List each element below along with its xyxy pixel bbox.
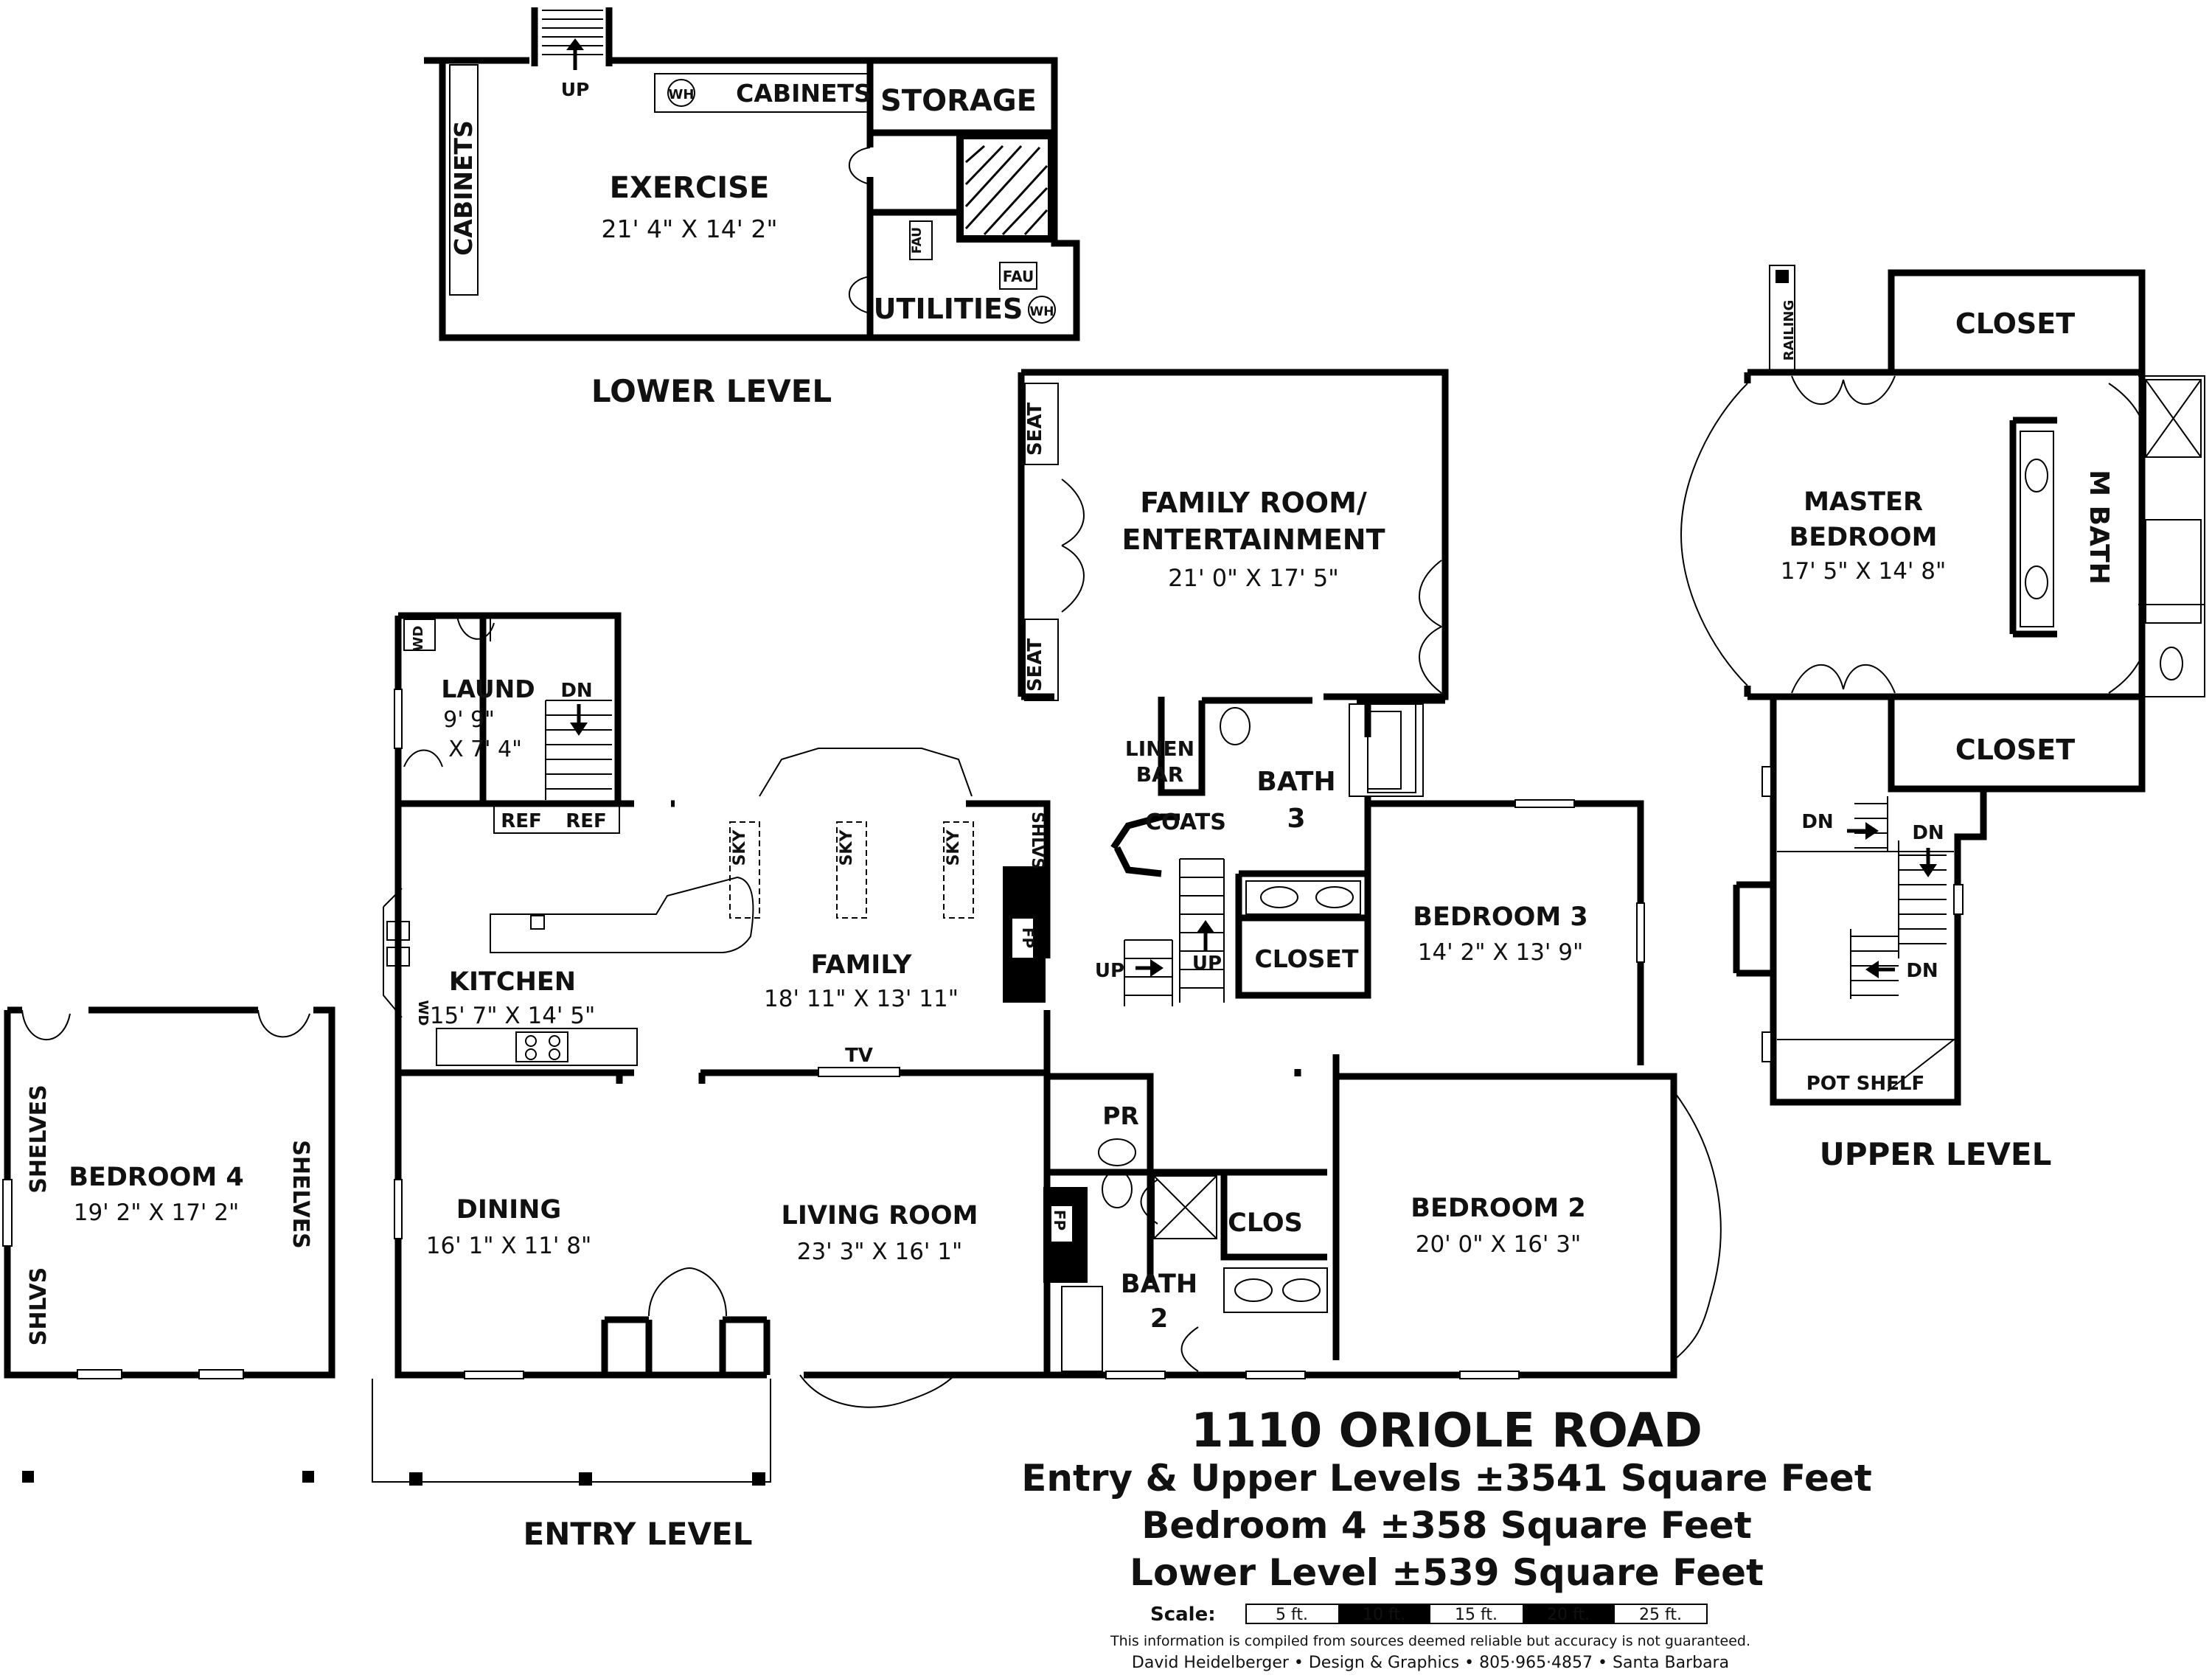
entry-stair — [1124, 858, 1225, 1006]
closet-label-upper-1: CLOSET — [1955, 307, 2075, 340]
chimney-hatch — [964, 145, 1048, 236]
shelves-label-1: SHELVES — [26, 1085, 52, 1194]
fau-label-2: FAU — [1003, 268, 1034, 285]
master-bedroom-dims: 17' 5" X 14' 8" — [1781, 558, 1947, 585]
bedroom4-plan: SHELVES SHELVES SHLVS BEDROOM 4 19' 2" X… — [2, 1006, 335, 1483]
pot-shelf-label: POT SHELF — [1806, 1073, 1925, 1095]
lower-stair — [542, 10, 603, 70]
up-label-entry-2: UP — [1192, 953, 1222, 975]
skylight-label-2: SKY — [838, 829, 856, 866]
laundry-room-name: LAUND — [441, 675, 535, 703]
scale-tick-10: 10 ft. — [1363, 1606, 1405, 1624]
bath2-name: BATH — [1121, 1270, 1197, 1299]
up-label-entry-1: UP — [1095, 960, 1124, 982]
bedroom4-dims: 19' 2" X 17' 2" — [74, 1200, 240, 1226]
railing-label: RAILING — [1781, 300, 1797, 361]
seat-label-1: SEAT — [1024, 403, 1046, 456]
bath3-number: 3 — [1287, 804, 1305, 834]
bedroom4-name: BEDROOM 4 — [69, 1163, 243, 1192]
water-heater-label: WH — [669, 87, 695, 102]
lower-level-title: LOWER LEVEL — [591, 373, 832, 409]
exercise-room-dims: 21' 4" X 14' 2" — [601, 215, 777, 243]
kitchen-room-dims: 15' 7" X 14' 5" — [430, 1003, 596, 1029]
laundry-stair — [545, 700, 612, 800]
family-room-dims: 21' 0" X 17' 5" — [1168, 564, 1339, 592]
kitchen-room-name: KITCHEN — [449, 967, 576, 997]
scale-tick-25: 25 ft. — [1639, 1606, 1682, 1624]
down-label-upper-1: DN — [1801, 811, 1833, 833]
fireplace-label-2: FP — [1051, 1210, 1068, 1230]
upper-level-plan: CLOSET CLOSET RAILING MASTER BEDROOM 17'… — [1680, 265, 2205, 1172]
entry-level-plan: SEAT SEAT FAMILY ROOM/ ENTERTAINMENT 21'… — [372, 369, 1722, 1552]
refrigerator-label-2: REF — [566, 810, 607, 832]
dining-room-dims: 16' 1" X 11' 8" — [426, 1233, 592, 1259]
seat-label-2: SEAT — [1024, 638, 1046, 692]
coats-label: COATS — [1145, 810, 1226, 835]
scale-tick-20: 20 ft. — [1547, 1606, 1590, 1624]
bar-label: BAR — [1136, 762, 1184, 787]
storage-room-name: STORAGE — [880, 84, 1037, 118]
upper-stair — [1847, 796, 1947, 999]
down-label-laundry: DN — [560, 680, 592, 702]
master-bedroom-name-line1: MASTER — [1804, 487, 1923, 517]
title-block: 1110 ORIOLE ROAD Entry & Upper Levels ±3… — [1021, 1404, 1872, 1672]
skylight-label-1: SKY — [731, 829, 749, 866]
bedroom2-name: BEDROOM 2 — [1411, 1194, 1585, 1223]
refrigerator-label-1: REF — [501, 810, 542, 832]
up-label-lower: UP — [561, 79, 590, 100]
scale-tick-15: 15 ft. — [1455, 1606, 1498, 1624]
scale-label: Scale: — [1150, 1604, 1216, 1626]
upper-level-title: UPPER LEVEL — [1820, 1136, 2052, 1172]
utilities-room-name: UTILITIES — [874, 293, 1023, 325]
cabinets-label-side: CABINETS — [449, 120, 478, 256]
linen-label: LINEN — [1125, 737, 1194, 761]
laundry-room-dims-2: X 7' 4" — [448, 737, 522, 762]
water-heater-label-2: WH — [1030, 304, 1054, 319]
bedroom3-dims: 14' 2" X 13' 9" — [1418, 939, 1584, 966]
bath2-number: 2 — [1150, 1304, 1168, 1334]
shelves-label-family: SHLVS — [1028, 812, 1046, 869]
cabinets-label-top: CABINETS — [736, 79, 872, 108]
bath3-name: BATH — [1256, 767, 1335, 797]
shelves-label-2: SHELVES — [288, 1140, 313, 1249]
closet-label-clos: CLOS — [1228, 1208, 1303, 1238]
laundry-room-dims-1: 9' 9" — [443, 707, 495, 733]
disclaimer-text: This information is compiled from source… — [1110, 1633, 1750, 1649]
living-room-name: LIVING ROOM — [782, 1201, 978, 1230]
living-room-dims: 23' 3" X 16' 1" — [797, 1239, 963, 1265]
skylight-label-3: SKY — [945, 829, 963, 866]
family-dims: 18' 11" X 13' 11" — [764, 986, 959, 1012]
closet-label-upper-2: CLOSET — [1955, 734, 2075, 766]
fau-label-1: FAU — [910, 227, 925, 254]
bedroom3-name: BEDROOM 3 — [1413, 902, 1587, 932]
family-room-name-line1: FAMILY ROOM/ — [1140, 487, 1367, 519]
family-room-name-line2: ENTERTAINMENT — [1121, 523, 1385, 556]
square-feet-entry-upper: Entry & Upper Levels ±3541 Square Feet — [1021, 1457, 1872, 1500]
washer-dryer-label-1: WD — [411, 626, 426, 652]
fireplace-label-1: FP — [1019, 927, 1037, 948]
washer-dryer-label-2: WD — [415, 1000, 431, 1026]
scale-tick-5: 5 ft. — [1276, 1606, 1308, 1624]
closet-label-entry: CLOSET — [1255, 944, 1359, 973]
family-name: FAMILY — [810, 950, 912, 980]
square-feet-lower: Lower Level ±539 Square Feet — [1130, 1551, 1764, 1594]
entry-level-title: ENTRY LEVEL — [524, 1516, 753, 1552]
dining-room-name: DINING — [456, 1195, 561, 1225]
down-label-upper-3: DN — [1906, 960, 1938, 982]
master-bath-label: M BATH — [2084, 470, 2114, 585]
powder-room-label: PR — [1102, 1101, 1139, 1130]
tv-label: TV — [845, 1045, 873, 1067]
lower-level-plan: UP WH CABINETS CABINETS EXERCISE 21' 4" … — [424, 7, 1080, 409]
address-title: 1110 ORIOLE ROAD — [1191, 1404, 1703, 1458]
exercise-room-name: EXERCISE — [610, 171, 770, 205]
square-feet-bedroom4: Bedroom 4 ±358 Square Feet — [1141, 1504, 1752, 1547]
scale-bar: Scale: 5 ft. 10 ft. 15 ft. 20 ft. 25 ft. — [1150, 1604, 1708, 1626]
credit-text: David Heidelberger • Design & Graphics •… — [1132, 1654, 1729, 1672]
shelves-label-bed4: SHLVS — [26, 1267, 52, 1346]
bedroom2-dims: 20' 0" X 16' 3" — [1416, 1231, 1582, 1258]
master-bedroom-name-line2: BEDROOM — [1790, 523, 1938, 552]
down-label-upper-2: DN — [1912, 822, 1944, 844]
